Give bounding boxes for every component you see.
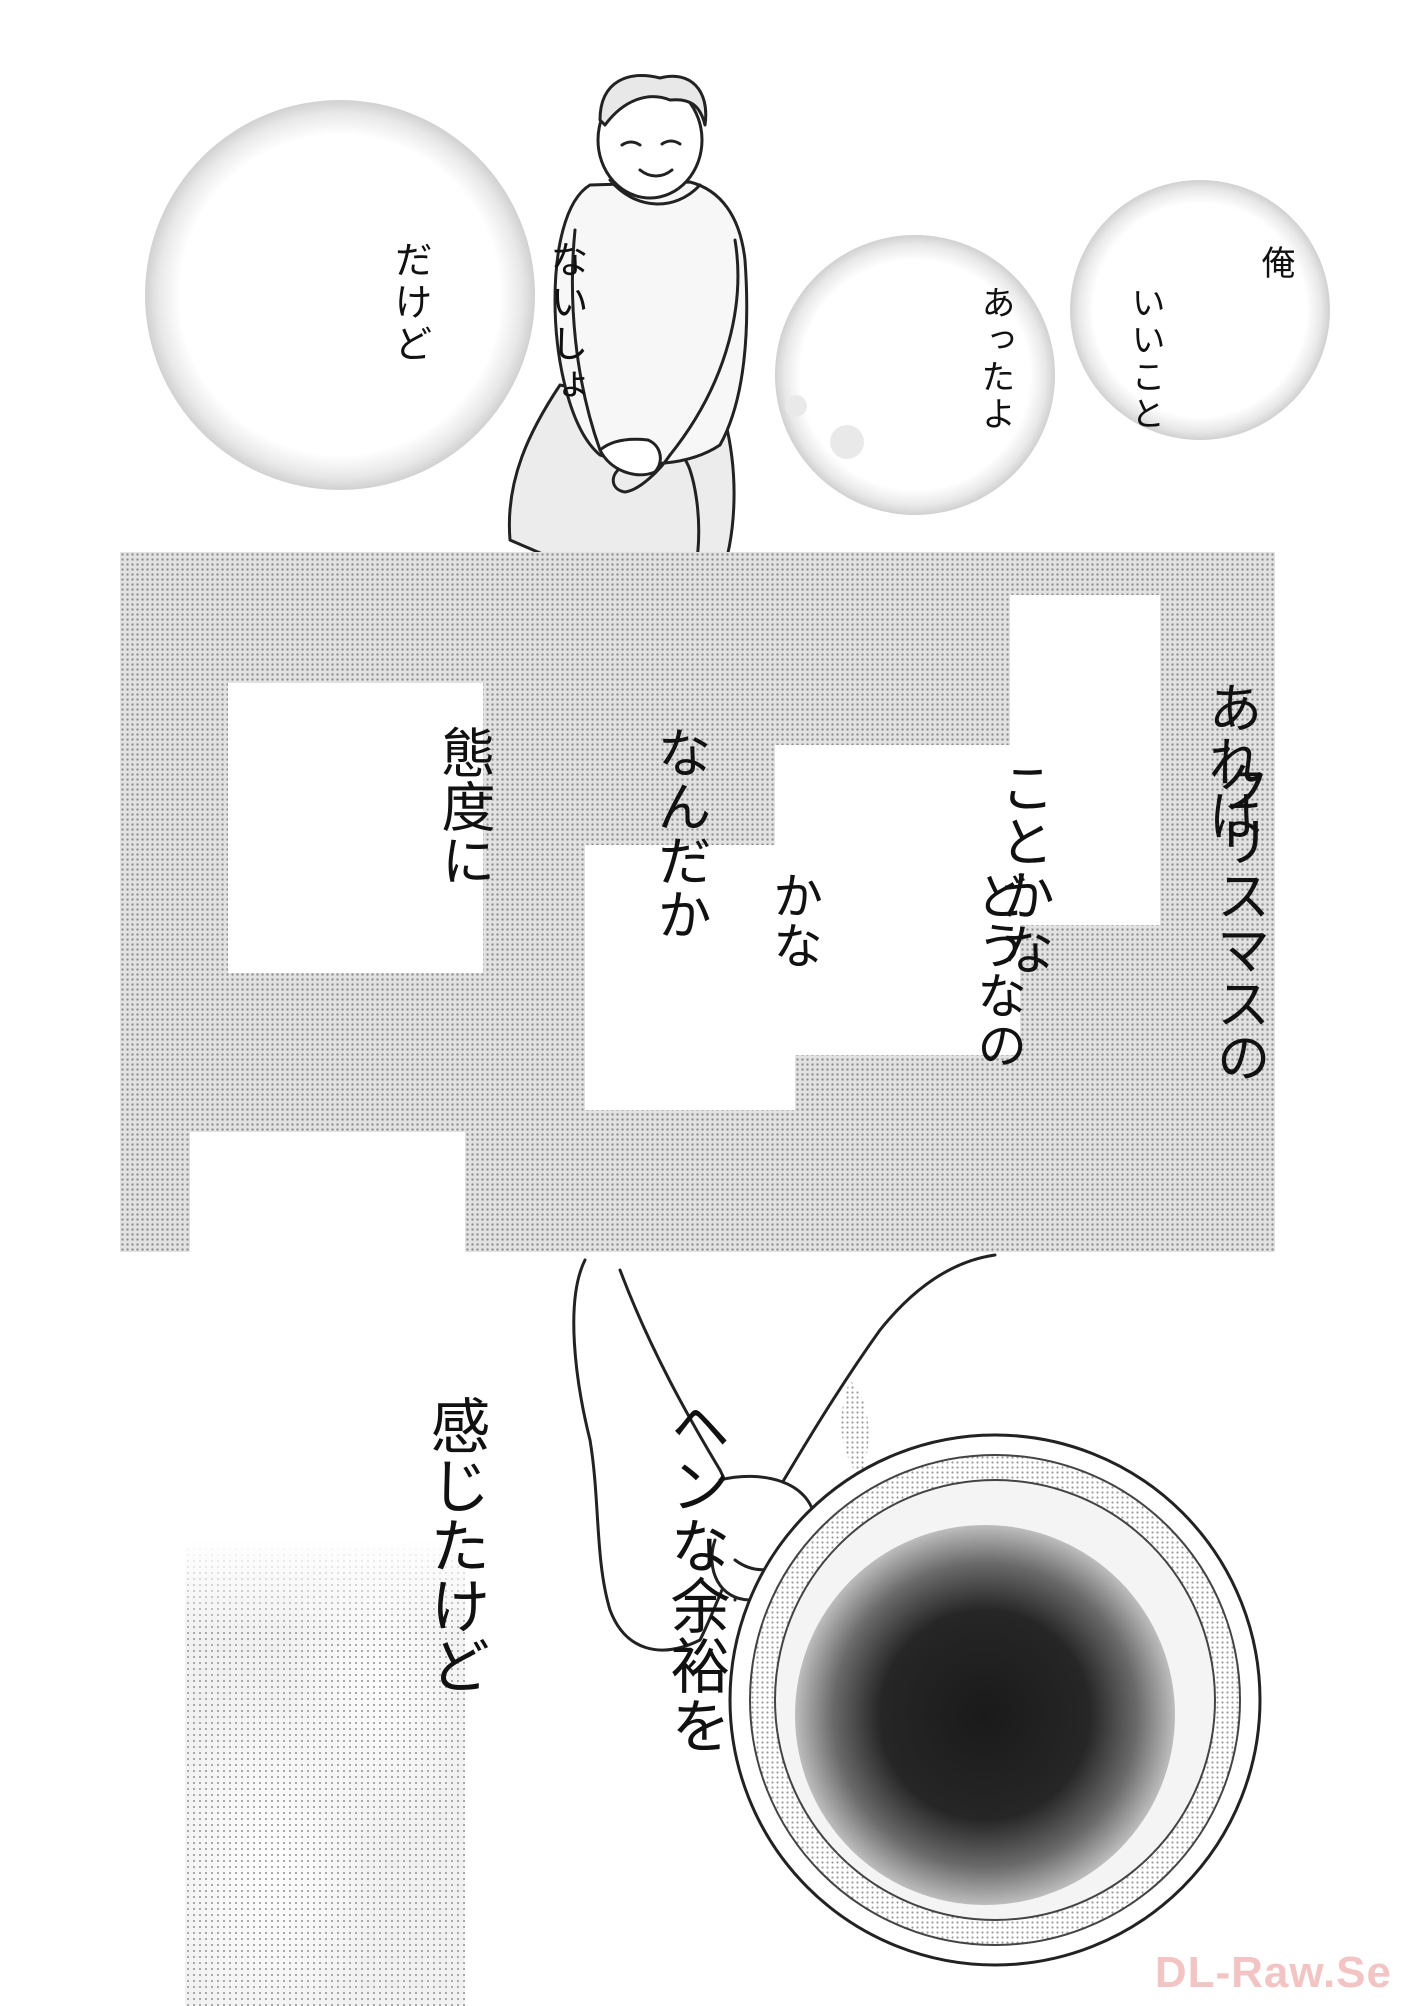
- sparkle-screentone: [185, 1540, 465, 2006]
- caption-box: [228, 683, 483, 973]
- bubble-text-a-ore: あ 俺: [1150, 245, 1410, 565]
- caption-nandaka: なんだか 態度に: [283, 725, 859, 977]
- thought-bubble-middle: [775, 235, 1055, 515]
- caption-line: ことかな: [991, 760, 1054, 976]
- thought-bubble-right: [1070, 180, 1330, 440]
- caption-line: かな: [765, 870, 823, 970]
- caption-line: 態度に: [432, 725, 495, 887]
- caption-dou-nano: どうなの かな: [624, 870, 1168, 1102]
- thought-bubble-left: [145, 100, 535, 490]
- caption-box: [585, 845, 795, 1110]
- caption-line: あれは: [1199, 680, 1262, 842]
- bubble-line: ないしょ: [544, 240, 588, 408]
- thought-bubble-dot: [785, 395, 807, 417]
- thought-bubble-dot: [830, 425, 864, 459]
- bubble-line: いいこと: [1125, 285, 1165, 433]
- caption-line: 感じたけど: [420, 1395, 490, 1695]
- bubble-text-naisho: ないしょ だけど: [280, 240, 696, 432]
- bubble-text-iikoto: いいこと あったよ: [870, 285, 1270, 457]
- caption-henna-yoyuu: ヘンな余裕を 感じたけど: [255, 1395, 895, 1755]
- caption-line: なんだか: [648, 725, 711, 941]
- bubble-line: だけど: [388, 240, 432, 366]
- caption-box: [775, 745, 1020, 1055]
- bubble-line: あったよ: [975, 285, 1015, 433]
- bubble-line: 俺: [1255, 245, 1295, 319]
- caption-line: クリスマスの: [1207, 760, 1270, 1084]
- bubble-line: あ: [1405, 245, 1410, 319]
- watermark: DL-Raw.Se: [1154, 1948, 1392, 1997]
- caption-line: ヘンな余裕を: [660, 1395, 730, 1755]
- caption-line: どうなの: [969, 870, 1027, 1070]
- caption-box: [190, 1132, 465, 1257]
- caption-are-wa: あれは: [1055, 680, 1405, 932]
- caption-christmas: クリスマスの ことかな: [842, 760, 1410, 1084]
- caption-box: [1010, 595, 1160, 925]
